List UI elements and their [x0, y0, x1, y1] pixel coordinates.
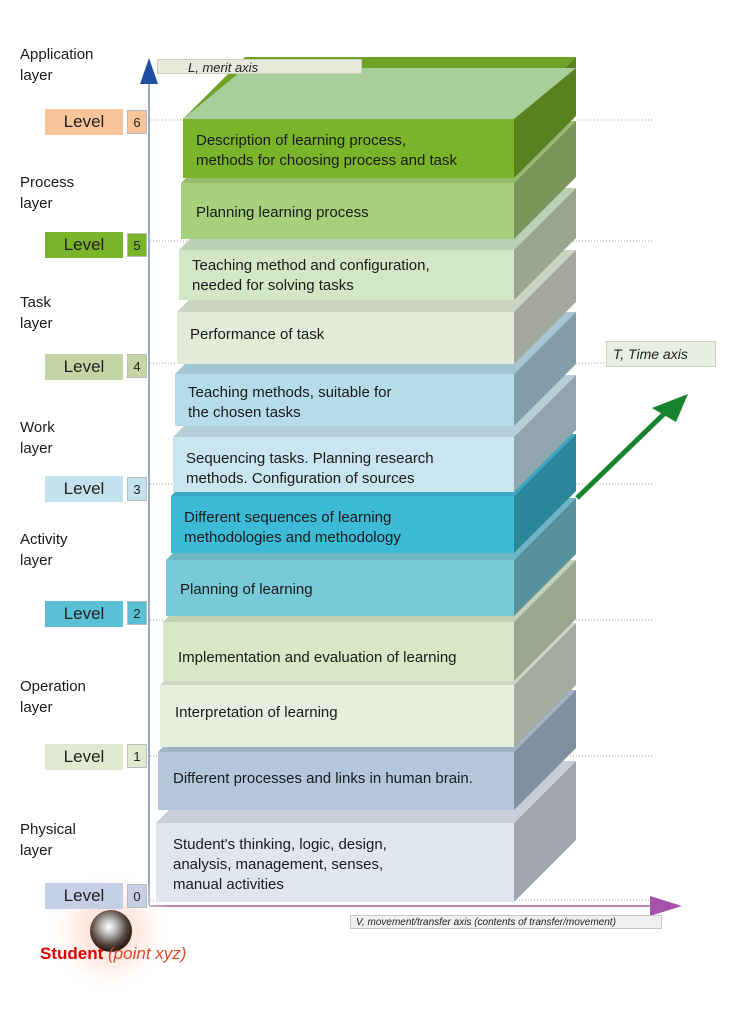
layer-name-application: Application layer	[20, 46, 94, 84]
slab-11-side	[514, 761, 576, 902]
level-badge-4: Level	[45, 354, 123, 380]
layer-name-task: Task layer	[20, 294, 53, 332]
slab-text-8: Implementation and evaluation of learnin…	[178, 649, 457, 666]
slab-8-side	[514, 560, 576, 681]
merit-axis-label: L, merit axis	[157, 59, 362, 75]
slab-0-front	[183, 119, 514, 178]
slab-text-1: Planning learning process	[196, 204, 369, 221]
level-badge-3: Level	[45, 476, 123, 502]
slab-6-side	[514, 434, 576, 553]
time-axis-label: T, Time axis	[606, 341, 716, 367]
movement-axis-label: V, movement/transfer axis (contents of t…	[350, 915, 662, 929]
level-number-5: 5	[127, 233, 147, 257]
slab-text-6: Different sequences of learning methodol…	[184, 509, 401, 546]
slab-7-side	[514, 498, 576, 616]
slab-1-front	[181, 183, 514, 239]
slab-text-3: Performance of task	[190, 326, 325, 343]
slab-6-front	[171, 496, 514, 553]
time-axis-arrowhead	[652, 394, 688, 422]
slab-3-front	[177, 312, 514, 364]
slab-8-front	[163, 622, 514, 681]
slab-11-front	[156, 823, 514, 902]
slab-text-5: Sequencing tasks. Planning research meth…	[186, 450, 434, 487]
layer-name-physical: Physical layer	[20, 821, 76, 859]
slab-4-front	[175, 374, 514, 426]
level-number-2: 2	[127, 601, 147, 625]
student-point: (point xyz)	[108, 944, 187, 963]
student-ball-icon	[90, 910, 132, 952]
level-number-6: 6	[127, 110, 147, 134]
level-badge-6: Level	[45, 109, 123, 135]
level-number-0: 0	[127, 884, 147, 908]
level-badge-1: Level	[45, 744, 123, 770]
slab-10-side	[514, 690, 576, 810]
slab-0-side	[514, 57, 576, 178]
level-badge-5: Level	[45, 232, 123, 258]
slab-text-2: Teaching method and configuration, neede…	[192, 257, 430, 294]
layer-name-work: Work layer	[20, 419, 55, 457]
time-axis-line	[575, 408, 670, 500]
merit-axis-arrowhead	[140, 58, 158, 84]
slab-2-front	[179, 250, 514, 300]
level-number-1: 1	[127, 744, 147, 768]
slab-10-front	[158, 752, 514, 810]
level-number-3: 3	[127, 477, 147, 501]
slab-text-0: Description of learning process, methods…	[196, 132, 457, 169]
slab-1-side	[514, 121, 576, 239]
slab-text-11: Student's thinking, logic, design, analy…	[173, 836, 387, 893]
student-label: Student (point xyz)	[40, 944, 186, 964]
movement-axis-arrowhead	[650, 896, 682, 916]
layer-name-process: Process layer	[20, 174, 75, 212]
slab-text-4: Teaching methods, suitable for the chose…	[188, 384, 392, 421]
layer-name-operation: Operation layer	[20, 678, 86, 716]
level-badge-0: Level	[45, 883, 123, 909]
level-badge-2: Level	[45, 601, 123, 627]
slab-2-side	[514, 188, 576, 300]
slab-3-side	[514, 250, 576, 364]
top-cap	[183, 68, 576, 119]
slab-4-side	[514, 312, 576, 426]
slab-text-7: Planning of learning	[180, 581, 313, 598]
level-number-4: 4	[127, 354, 147, 378]
slab-7-front	[166, 560, 514, 616]
slab-text-9: Interpretation of learning	[175, 704, 338, 721]
slab-5-side	[514, 375, 576, 492]
student-name: Student	[40, 944, 104, 963]
slab-5-front	[173, 437, 514, 492]
slab-text-10: Different processes and links in human b…	[173, 770, 473, 787]
layer-name-activity: Activity layer	[20, 531, 68, 569]
slab-9-side	[514, 623, 576, 747]
slab-9-front	[160, 685, 514, 747]
